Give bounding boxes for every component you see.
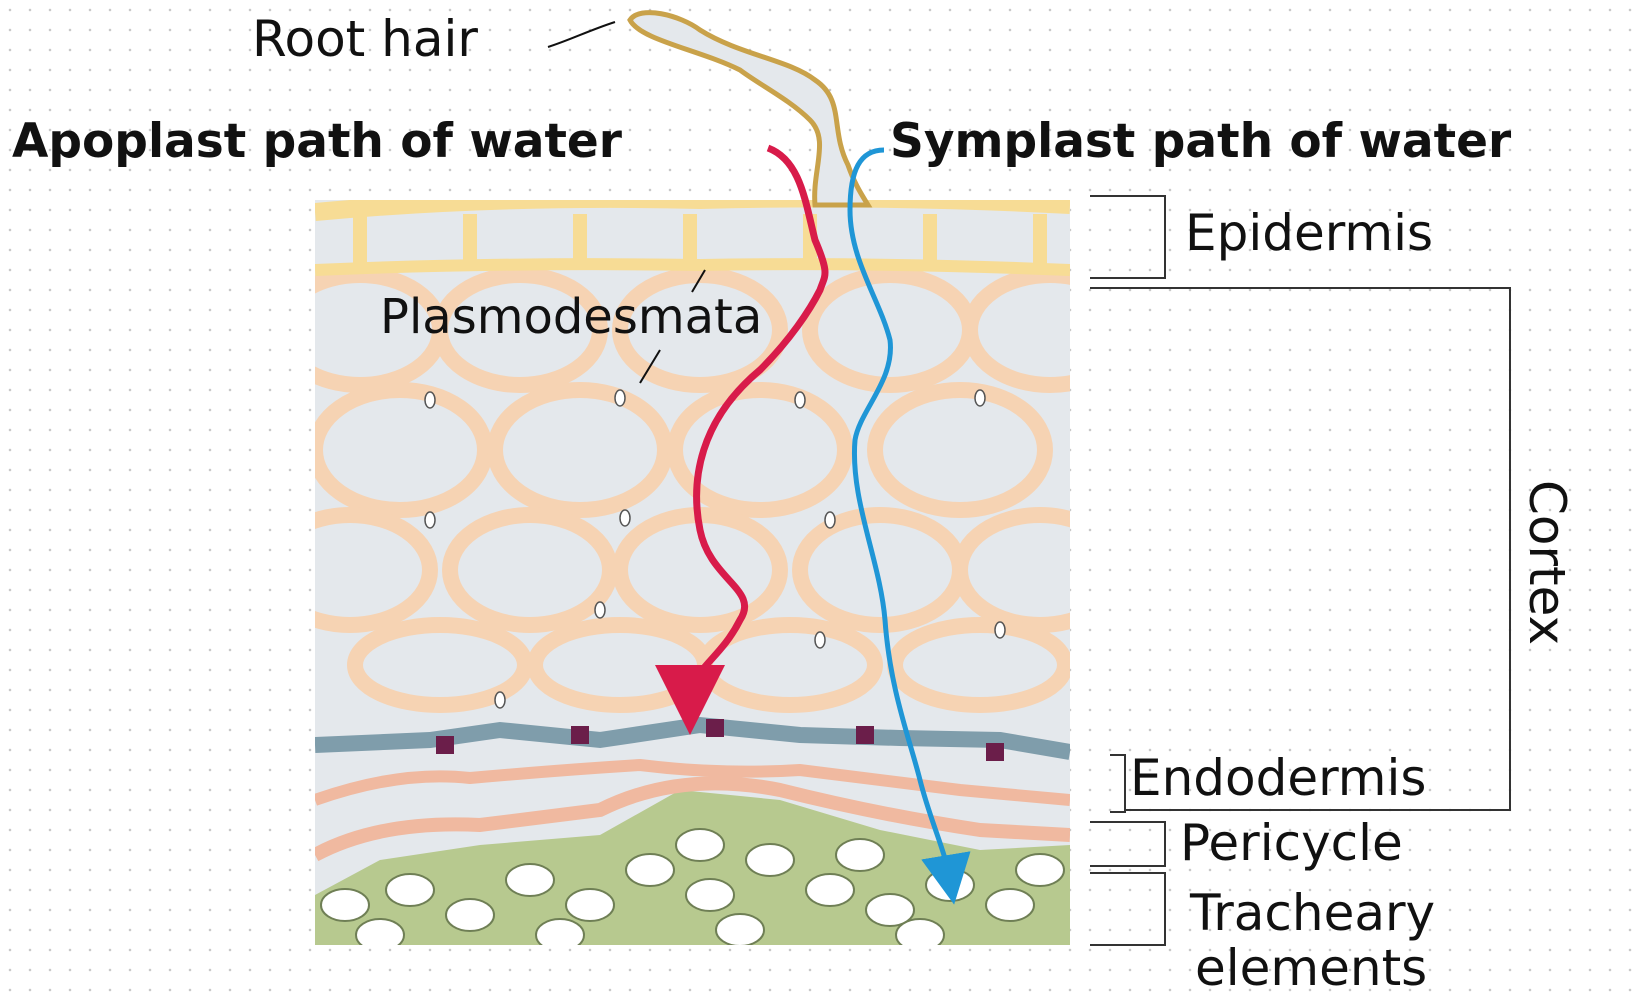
cortex-cell xyxy=(970,275,1130,385)
tracheary-cell xyxy=(896,919,944,951)
apoplast-label: Apoplast path of water xyxy=(12,114,623,169)
cortex-cell xyxy=(270,515,430,625)
plasmodesmata-label: Plasmodesmata xyxy=(380,289,762,345)
casparian-strip xyxy=(856,726,874,744)
casparian-strip xyxy=(706,719,724,737)
tracheary-cell xyxy=(676,829,724,861)
plasmodesma xyxy=(620,510,630,526)
casparian-strip xyxy=(986,743,1004,761)
plasmodesma xyxy=(615,390,625,406)
plasmodesma xyxy=(595,602,605,618)
tracheary-label-line1: Tracheary xyxy=(1189,884,1435,942)
pericycle-bracket xyxy=(1090,822,1165,866)
cortex-cell xyxy=(960,515,1120,625)
cortex-cell xyxy=(450,515,610,625)
cortex-bracket xyxy=(1090,288,1510,810)
tracheary-label-line2: elements xyxy=(1195,939,1427,993)
symplast-label: Symplast path of water xyxy=(890,114,1512,169)
tracheary-cell xyxy=(536,919,584,951)
plasmodesma xyxy=(995,622,1005,638)
tracheary-cell xyxy=(626,854,674,886)
tracheary-cell xyxy=(386,874,434,906)
tracheary-cell xyxy=(806,874,854,906)
plasmodesma xyxy=(825,512,835,528)
root-hair xyxy=(630,13,868,205)
cortex-cell xyxy=(495,390,665,510)
plasmodesma xyxy=(815,632,825,648)
plasmodesma xyxy=(795,392,805,408)
plasmodesma xyxy=(425,512,435,528)
tracheary-cell xyxy=(321,889,369,921)
plasmodesma xyxy=(425,392,435,408)
cortex-cell xyxy=(895,625,1065,705)
plasmodesma xyxy=(495,692,505,708)
root-hair-label: Root hair xyxy=(252,10,478,68)
tracheary-cell xyxy=(566,889,614,921)
endodermis-label: Endodermis xyxy=(1130,749,1426,807)
pericycle-label: Pericycle xyxy=(1180,814,1403,872)
epidermis-bracket xyxy=(1090,196,1165,278)
cortex-cell xyxy=(810,275,970,385)
root-hair-pointer xyxy=(548,22,615,47)
plasmodesma xyxy=(975,390,985,406)
tracheary-cell xyxy=(356,919,404,951)
tracheary-cell xyxy=(446,899,494,931)
tracheary-cell xyxy=(986,889,1034,921)
cortex-label: Cortex xyxy=(1518,480,1576,645)
cortex-cell xyxy=(800,515,960,625)
endodermis-bracket xyxy=(1110,755,1125,812)
casparian-strip xyxy=(436,736,454,754)
tracheary-cell xyxy=(1016,854,1064,886)
cortex-cell xyxy=(535,625,705,705)
cortex-cell xyxy=(875,390,1045,510)
tracheary-cell xyxy=(746,844,794,876)
casparian-strip xyxy=(571,726,589,744)
tracheary-cell xyxy=(506,864,554,896)
tracheary-bracket xyxy=(1090,873,1165,945)
tracheary-cell xyxy=(716,914,764,946)
epidermis-label: Epidermis xyxy=(1185,204,1433,262)
cortex-cell xyxy=(315,390,485,510)
tracheary-cell xyxy=(836,839,884,871)
tracheary-cell xyxy=(686,879,734,911)
